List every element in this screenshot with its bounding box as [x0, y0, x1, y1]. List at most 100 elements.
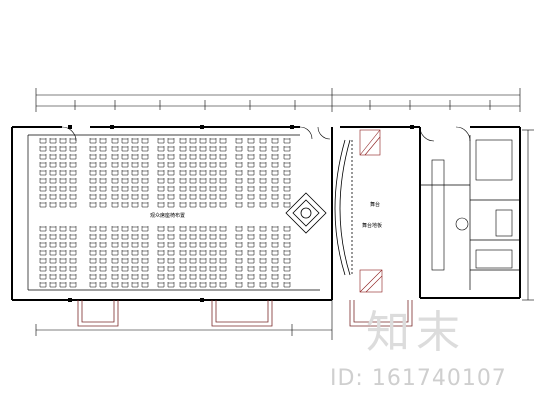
seat — [179, 226, 187, 232]
seat — [39, 274, 47, 280]
seat — [99, 226, 107, 232]
seat — [121, 162, 129, 168]
seat — [89, 250, 97, 256]
seat — [39, 162, 47, 168]
seat — [99, 170, 107, 176]
seat — [179, 282, 187, 288]
seat — [89, 186, 97, 192]
seat — [167, 202, 175, 208]
seat — [157, 202, 165, 208]
seat — [131, 242, 139, 248]
seat — [39, 178, 47, 184]
seat — [69, 202, 77, 208]
seat — [131, 258, 139, 264]
seat — [89, 266, 97, 272]
seat — [259, 146, 267, 152]
seat — [179, 234, 187, 240]
seat — [271, 186, 279, 192]
seat — [59, 226, 67, 232]
seat — [69, 186, 77, 192]
seat — [99, 138, 107, 144]
seat — [59, 258, 67, 264]
seat — [167, 162, 175, 168]
bay-windows — [77, 300, 413, 327]
seat — [271, 170, 279, 176]
seat — [189, 178, 197, 184]
seat — [89, 138, 97, 144]
right-dimension-chain — [522, 129, 534, 301]
doors — [61, 126, 471, 142]
seat — [167, 186, 175, 192]
seat — [235, 154, 243, 160]
service-room-fixtures — [431, 139, 513, 271]
seat — [199, 250, 207, 256]
seat — [141, 146, 149, 152]
seat — [247, 250, 255, 256]
seat — [131, 178, 139, 184]
seat — [189, 274, 197, 280]
seat — [271, 162, 279, 168]
seat — [69, 154, 77, 160]
seat — [271, 194, 279, 200]
seat — [209, 162, 217, 168]
seat — [49, 234, 57, 240]
seat — [283, 234, 291, 240]
seat — [69, 178, 77, 184]
seat — [59, 274, 67, 280]
seat — [189, 138, 197, 144]
top-dimension-chain — [35, 88, 521, 112]
seat — [189, 186, 197, 192]
seat — [247, 186, 255, 192]
seat — [189, 282, 197, 288]
seat — [59, 250, 67, 256]
seat — [89, 162, 97, 168]
seat — [121, 138, 129, 144]
seat — [209, 194, 217, 200]
seat — [141, 258, 149, 264]
seat — [89, 282, 97, 288]
seat — [209, 282, 217, 288]
seat — [219, 282, 227, 288]
seat — [219, 178, 227, 184]
seat — [39, 242, 47, 248]
seat — [121, 186, 129, 192]
seat — [283, 186, 291, 192]
seat — [167, 234, 175, 240]
seat — [271, 266, 279, 272]
seat — [89, 194, 97, 200]
seat — [49, 266, 57, 272]
seat — [69, 162, 77, 168]
seat — [49, 146, 57, 152]
seat — [157, 186, 165, 192]
seat — [69, 258, 77, 264]
seat — [141, 186, 149, 192]
seat — [247, 234, 255, 240]
seat — [121, 266, 129, 272]
seat — [69, 138, 77, 144]
seat — [121, 194, 129, 200]
seat — [283, 226, 291, 232]
seat — [49, 178, 57, 184]
seat — [283, 266, 291, 272]
seat — [247, 170, 255, 176]
seat — [179, 154, 187, 160]
seat — [111, 138, 119, 144]
seat — [99, 282, 107, 288]
seat — [209, 146, 217, 152]
seat — [247, 266, 255, 272]
seat — [99, 266, 107, 272]
seat — [271, 138, 279, 144]
seat — [89, 242, 97, 248]
seat — [235, 178, 243, 184]
seat — [121, 226, 129, 232]
seat — [49, 154, 57, 160]
seat — [283, 274, 291, 280]
seat — [259, 162, 267, 168]
seat — [141, 178, 149, 184]
seat — [189, 234, 197, 240]
seat — [259, 250, 267, 256]
seat — [271, 146, 279, 152]
seat — [49, 186, 57, 192]
seat — [111, 282, 119, 288]
